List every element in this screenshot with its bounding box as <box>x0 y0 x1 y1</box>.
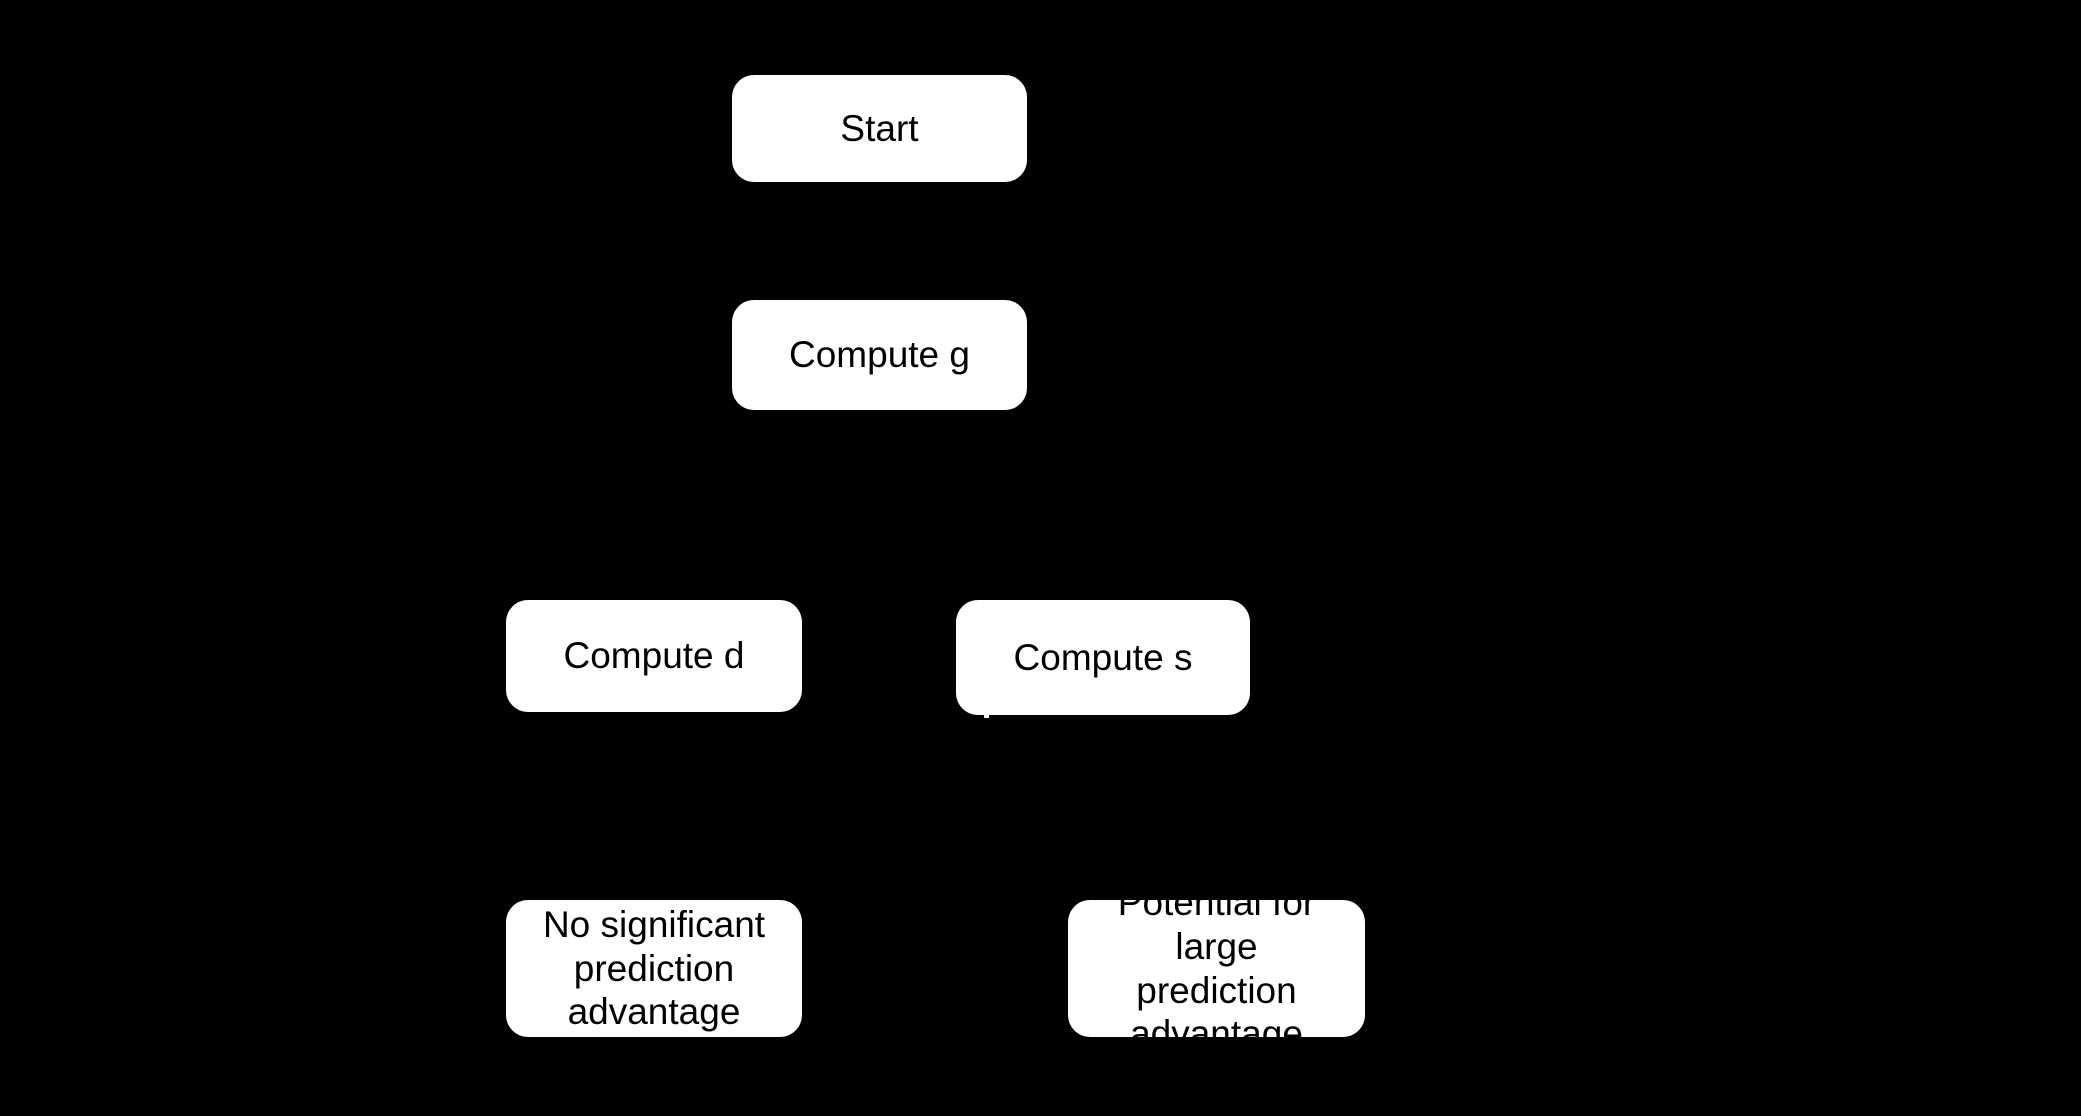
node-start-label: Start <box>840 107 919 149</box>
node-compute-d[interactable]: Compute d <box>506 600 802 712</box>
edge-compute-g-to-compute-s <box>877 410 1119 600</box>
node-no-significant-prediction-advantage[interactable]: No significant prediction advantage <box>506 900 802 1037</box>
edge-compute-s-to-large-advantage <box>1101 715 1232 900</box>
node-compute-s-label: Compute s <box>1013 636 1193 678</box>
node-start[interactable]: Start <box>732 75 1027 182</box>
node-compute-g-label: Compute g <box>789 334 970 376</box>
compute-s-edge-artifact <box>984 712 989 718</box>
node-compute-g[interactable]: Compute g <box>732 300 1027 410</box>
node-potential-for-large-prediction-advantage[interactable]: Potential for large prediction advantage <box>1068 882 1365 1054</box>
node-no-advantage-label: No significant prediction advantage <box>542 904 766 1033</box>
node-compute-s[interactable]: Compute s <box>956 600 1250 715</box>
node-large-advantage-label: Potential for large prediction advantage <box>1117 882 1316 1055</box>
edge-compute-g-to-compute-d <box>638 410 881 600</box>
node-compute-d-label: Compute d <box>563 635 745 677</box>
